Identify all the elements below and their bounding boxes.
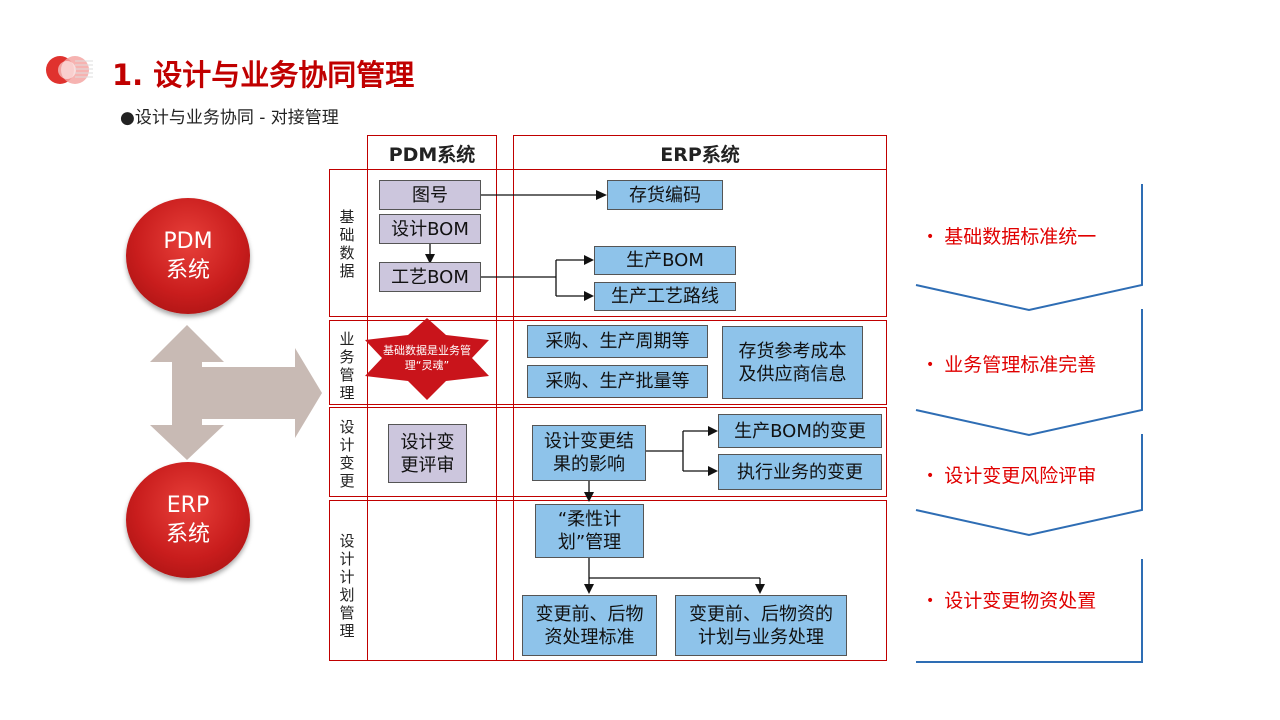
bullet-label: 设计变更物资处置 <box>944 590 1097 612</box>
design-bom-box: 设计BOM <box>379 214 481 244</box>
starburst-shape <box>365 318 489 400</box>
chevron-1 <box>915 184 1143 312</box>
lane-basic <box>329 169 887 317</box>
page-subtitle: ●设计与业务协同 - 对接管理 <box>120 108 339 128</box>
cost-supplier-box: 存货参考成本及供应商信息 <box>722 326 863 399</box>
chevron-steps <box>915 184 1143 663</box>
lane-change <box>329 407 887 497</box>
bullet-dot-icon: • <box>926 357 935 373</box>
change-review-box: 设计变更评审 <box>388 424 467 483</box>
production-route-box: 生产工艺路线 <box>594 282 736 311</box>
erp-system-circle: ERP 系统 <box>126 462 250 578</box>
disposal-standard-box: 变更前、后物资处理标准 <box>522 595 657 656</box>
bullet-label: 业务管理标准完善 <box>944 354 1097 376</box>
business-change-box: 执行业务的变更 <box>718 454 882 490</box>
starburst-text: 基础数据是业务管理“灵魂” <box>383 344 471 372</box>
bullet-dot-icon: • <box>926 468 935 484</box>
purchase-cycle-box: 采购、生产周期等 <box>527 325 708 358</box>
erp-column-header: ERP系统 <box>660 144 740 166</box>
lane-plan <box>329 500 887 661</box>
bullet-item-4: • 设计变更物资处置 <box>926 586 1096 613</box>
drawing-number-box: 图号 <box>379 180 481 210</box>
lane-business <box>329 320 887 405</box>
purchase-batch-box: 采购、生产批量等 <box>527 365 708 398</box>
logo-icon <box>46 56 93 84</box>
process-bom-box: 工艺BOM <box>379 262 481 292</box>
bullet-label: 设计变更风险评审 <box>944 465 1097 487</box>
bullet-dot-icon: • <box>926 593 935 609</box>
bullet-item-3: • 设计变更风险评审 <box>926 461 1096 488</box>
lane-label-business: 业务管理 <box>339 330 355 402</box>
bullet-item-1: • 基础数据标准统一 <box>926 222 1096 249</box>
pdm-column-header: PDM系统 <box>388 144 476 166</box>
bom-change-box: 生产BOM的变更 <box>718 414 882 448</box>
page-title: 1. 设计与业务协同管理 <box>112 58 415 92</box>
change-impact-box: 设计变更结果的影响 <box>532 425 646 481</box>
lane-label-basic: 基础数据 <box>339 208 355 280</box>
production-bom-box: 生产BOM <box>594 246 736 275</box>
bullet-dot-icon: • <box>926 229 935 245</box>
bullet-label: 基础数据标准统一 <box>944 226 1097 248</box>
pdm-system-circle: PDM 系统 <box>126 198 250 314</box>
lane-label-plan: 设计计划管理 <box>339 532 355 640</box>
plan-business-box: 变更前、后物资的计划与业务处理 <box>675 595 847 656</box>
inventory-code-box: 存货编码 <box>607 180 723 210</box>
three-way-arrow-icon <box>150 325 322 460</box>
flexible-plan-box: “柔性计划”管理 <box>535 504 644 558</box>
lane-label-change: 设计变更 <box>339 418 355 490</box>
bullet-item-2: • 业务管理标准完善 <box>926 350 1096 377</box>
